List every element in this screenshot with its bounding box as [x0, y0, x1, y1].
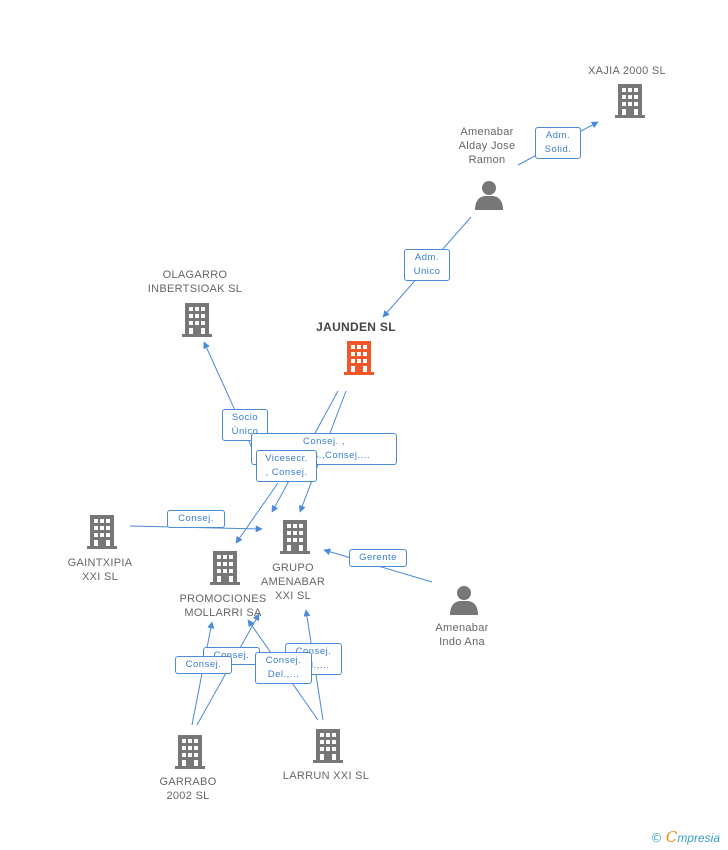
empresia-watermark: © Cmpresia	[650, 828, 720, 846]
copyright-symbol: ©	[650, 831, 663, 845]
edge-label-consej-garrabo-b[interactable]: Consej.	[175, 656, 232, 674]
building-icon[interactable]	[344, 341, 374, 375]
building-icon[interactable]	[175, 735, 205, 769]
edge-label-adm-unico[interactable]: Adm. Unico	[404, 249, 450, 281]
building-icon[interactable]	[87, 515, 117, 549]
edge-label-consej-del-a[interactable]: Consej. Del.,...	[255, 652, 312, 684]
person-icon[interactable]	[474, 180, 504, 210]
building-icon[interactable]	[615, 84, 645, 118]
node-garrabo-label[interactable]: GARRABO 2002 SL	[159, 776, 217, 802]
node-gaintxipia-label[interactable]: GAINTXIPIA XXI SL	[67, 557, 133, 583]
brand-initial: C	[665, 828, 678, 846]
node-grupo-label[interactable]: GRUPO AMENABAR XXI SL	[260, 562, 326, 602]
building-icon[interactable]	[210, 551, 240, 585]
node-larrun-label[interactable]: LARRUN XXI SL	[282, 770, 370, 782]
node-amenabar-indo-label[interactable]: Amenabar Indo Ana	[435, 622, 489, 648]
building-icon[interactable]	[313, 729, 343, 763]
edge-label-consej-vicepres[interactable]: Consej. , Vicepres.,Consej....	[251, 433, 397, 465]
building-icon[interactable]	[182, 303, 212, 337]
edge-label-gerente[interactable]: Gerente	[349, 549, 407, 567]
building-icon[interactable]	[280, 520, 310, 554]
node-jaunden-label[interactable]: JAUNDEN SL	[316, 320, 396, 334]
node-promociones-label[interactable]: PROMOCIONES MOLLARRI SA	[179, 593, 267, 619]
edge-label-vicesecr[interactable]: Vicesecr. , Consej.	[256, 450, 317, 482]
person-icon[interactable]	[449, 585, 479, 615]
edge-grupo-to-olagarro	[203, 341, 258, 460]
brand-name: mpresia	[677, 831, 720, 845]
edge-grupo-to-promociones	[235, 482, 279, 544]
edge-label-consej-gaintxipia[interactable]: Consej.	[167, 510, 225, 528]
edge-label-adm-solid[interactable]: Adm. Solid.	[535, 127, 581, 159]
node-olagarro-label[interactable]: OLAGARRO INBERTSIOAK SL	[147, 269, 243, 295]
node-xajia-label[interactable]: XAJIA 2000 SL	[588, 65, 666, 77]
node-amenabar-alday-label[interactable]: Amenabar Alday Jose Ramon	[458, 126, 516, 166]
